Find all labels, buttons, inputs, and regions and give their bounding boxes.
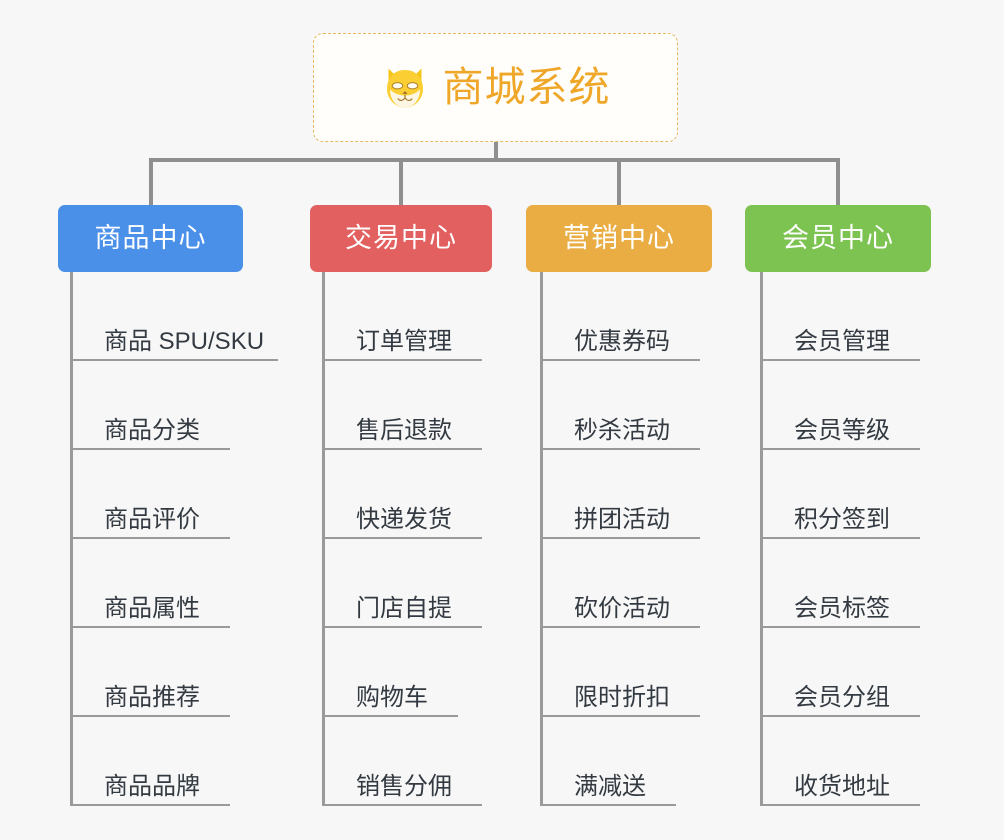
leaf-column-4: 会员管理会员等级积分签到会员标签会员分组收货地址 — [760, 272, 920, 806]
category-label: 商品中心 — [94, 223, 207, 253]
leaf-column-rail — [760, 272, 763, 806]
leaf-item[interactable]: 订单管理 — [322, 272, 482, 361]
leaf-column-3: 优惠券码秒杀活动拼团活动砍价活动限时折扣满减送 — [540, 272, 700, 806]
leaf-item[interactable]: 会员等级 — [760, 361, 920, 450]
connector-drop-2 — [399, 158, 403, 205]
leaf-item[interactable]: 商品分类 — [70, 361, 278, 450]
shiba-dog-icon — [386, 68, 423, 107]
leaf-item-underline — [70, 359, 278, 361]
connector-drop-4 — [836, 158, 840, 205]
leaf-item[interactable]: 会员管理 — [760, 272, 920, 361]
leaf-item-label: 商品属性 — [104, 594, 200, 622]
leaf-item-underline — [70, 804, 230, 806]
leaf-item[interactable]: 满减送 — [540, 717, 700, 806]
leaf-item[interactable]: 秒杀活动 — [540, 361, 700, 450]
leaf-item-label: 商品推荐 — [104, 683, 200, 711]
leaf-item[interactable]: 砍价活动 — [540, 539, 700, 628]
leaf-item-label: 会员标签 — [794, 594, 890, 622]
category-label: 交易中心 — [345, 223, 457, 253]
category-label: 会员中心 — [782, 223, 894, 253]
leaf-item-underline — [70, 448, 230, 450]
leaf-item-underline — [760, 359, 920, 361]
leaf-item[interactable]: 会员标签 — [760, 539, 920, 628]
leaf-item-underline — [540, 804, 676, 806]
category-box-2[interactable]: 交易中心 — [310, 205, 492, 272]
connector-horizontal-bus — [149, 158, 840, 162]
leaf-item-label: 会员分组 — [794, 683, 890, 711]
leaf-item-label: 售后退款 — [356, 416, 452, 444]
leaf-item[interactable]: 商品属性 — [70, 539, 278, 628]
leaf-item-label: 商品 SPU/SKU — [104, 327, 265, 355]
leaf-item-label: 满减送 — [574, 772, 646, 800]
leaf-item[interactable]: 会员分组 — [760, 628, 920, 717]
leaf-item[interactable]: 购物车 — [322, 628, 482, 717]
leaf-item[interactable]: 拼团活动 — [540, 450, 700, 539]
leaf-item-underline — [540, 626, 700, 628]
leaf-item-label: 砍价活动 — [574, 594, 670, 622]
root-node-mall-system[interactable]: 商城系统 — [313, 33, 678, 142]
leaf-item[interactable]: 商品推荐 — [70, 628, 278, 717]
leaf-item-underline — [540, 715, 700, 717]
leaf-item-label: 收货地址 — [794, 772, 890, 800]
leaf-item[interactable]: 销售分佣 — [322, 717, 482, 806]
connector-drop-3 — [617, 158, 621, 205]
leaf-item-underline — [760, 804, 920, 806]
leaf-item-underline — [760, 537, 920, 539]
leaf-item-label: 拼团活动 — [574, 505, 670, 533]
leaf-item-underline — [322, 448, 482, 450]
leaf-item-underline — [760, 626, 920, 628]
leaf-item[interactable]: 商品 SPU/SKU — [70, 272, 278, 361]
leaf-column-rail — [540, 272, 543, 806]
leaf-item-underline — [540, 359, 700, 361]
leaf-item-underline — [760, 715, 920, 717]
category-box-3[interactable]: 营销中心 — [526, 205, 712, 272]
leaf-item-label: 限时折扣 — [574, 683, 670, 711]
leaf-item-underline — [540, 448, 700, 450]
leaf-item[interactable]: 快递发货 — [322, 450, 482, 539]
leaf-item[interactable]: 优惠券码 — [540, 272, 700, 361]
leaf-item[interactable]: 商品品牌 — [70, 717, 278, 806]
connector-drop-1 — [149, 158, 153, 205]
leaf-column-rail — [70, 272, 73, 806]
leaf-item[interactable]: 收货地址 — [760, 717, 920, 806]
leaf-item-label: 快递发货 — [356, 505, 452, 533]
leaf-item-label: 秒杀活动 — [574, 416, 670, 444]
leaf-item-label: 订单管理 — [356, 327, 452, 355]
leaf-item-underline — [322, 537, 482, 539]
leaf-item-underline — [322, 359, 482, 361]
leaf-item-underline — [760, 448, 920, 450]
leaf-item-label: 优惠券码 — [574, 327, 670, 355]
category-label: 营销中心 — [563, 223, 675, 253]
leaf-item-label: 商品评价 — [104, 505, 200, 533]
leaf-item-underline — [70, 537, 230, 539]
leaf-item[interactable]: 门店自提 — [322, 539, 482, 628]
leaf-item-underline — [322, 715, 458, 717]
leaf-item[interactable]: 积分签到 — [760, 450, 920, 539]
leaf-item-label: 商品分类 — [104, 416, 200, 444]
leaf-item-label: 积分签到 — [794, 505, 890, 533]
leaf-column-2: 订单管理售后退款快递发货门店自提购物车销售分佣 — [322, 272, 482, 806]
leaf-item-label: 会员管理 — [794, 327, 890, 355]
category-box-4[interactable]: 会员中心 — [745, 205, 931, 272]
leaf-column-1: 商品 SPU/SKU 商品分类商品评价商品属性商品推荐商品品牌 — [70, 272, 278, 806]
leaf-item[interactable]: 限时折扣 — [540, 628, 700, 717]
leaf-column-rail — [322, 272, 325, 806]
connector-root-stem — [494, 142, 498, 162]
leaf-item-underline — [322, 626, 482, 628]
leaf-item[interactable]: 商品评价 — [70, 450, 278, 539]
leaf-item-label: 销售分佣 — [356, 772, 452, 800]
leaf-item-underline — [540, 537, 700, 539]
leaf-item-label: 购物车 — [356, 683, 428, 711]
root-title: 商城系统 — [442, 64, 611, 110]
leaf-item-underline — [70, 715, 230, 717]
leaf-item-label: 商品品牌 — [104, 772, 200, 800]
leaf-item[interactable]: 售后退款 — [322, 361, 482, 450]
category-box-1[interactable]: 商品中心 — [58, 205, 243, 272]
leaf-item-label: 会员等级 — [794, 416, 890, 444]
leaf-item-underline — [70, 626, 230, 628]
leaf-item-label: 门店自提 — [356, 594, 452, 622]
leaf-item-underline — [322, 804, 482, 806]
